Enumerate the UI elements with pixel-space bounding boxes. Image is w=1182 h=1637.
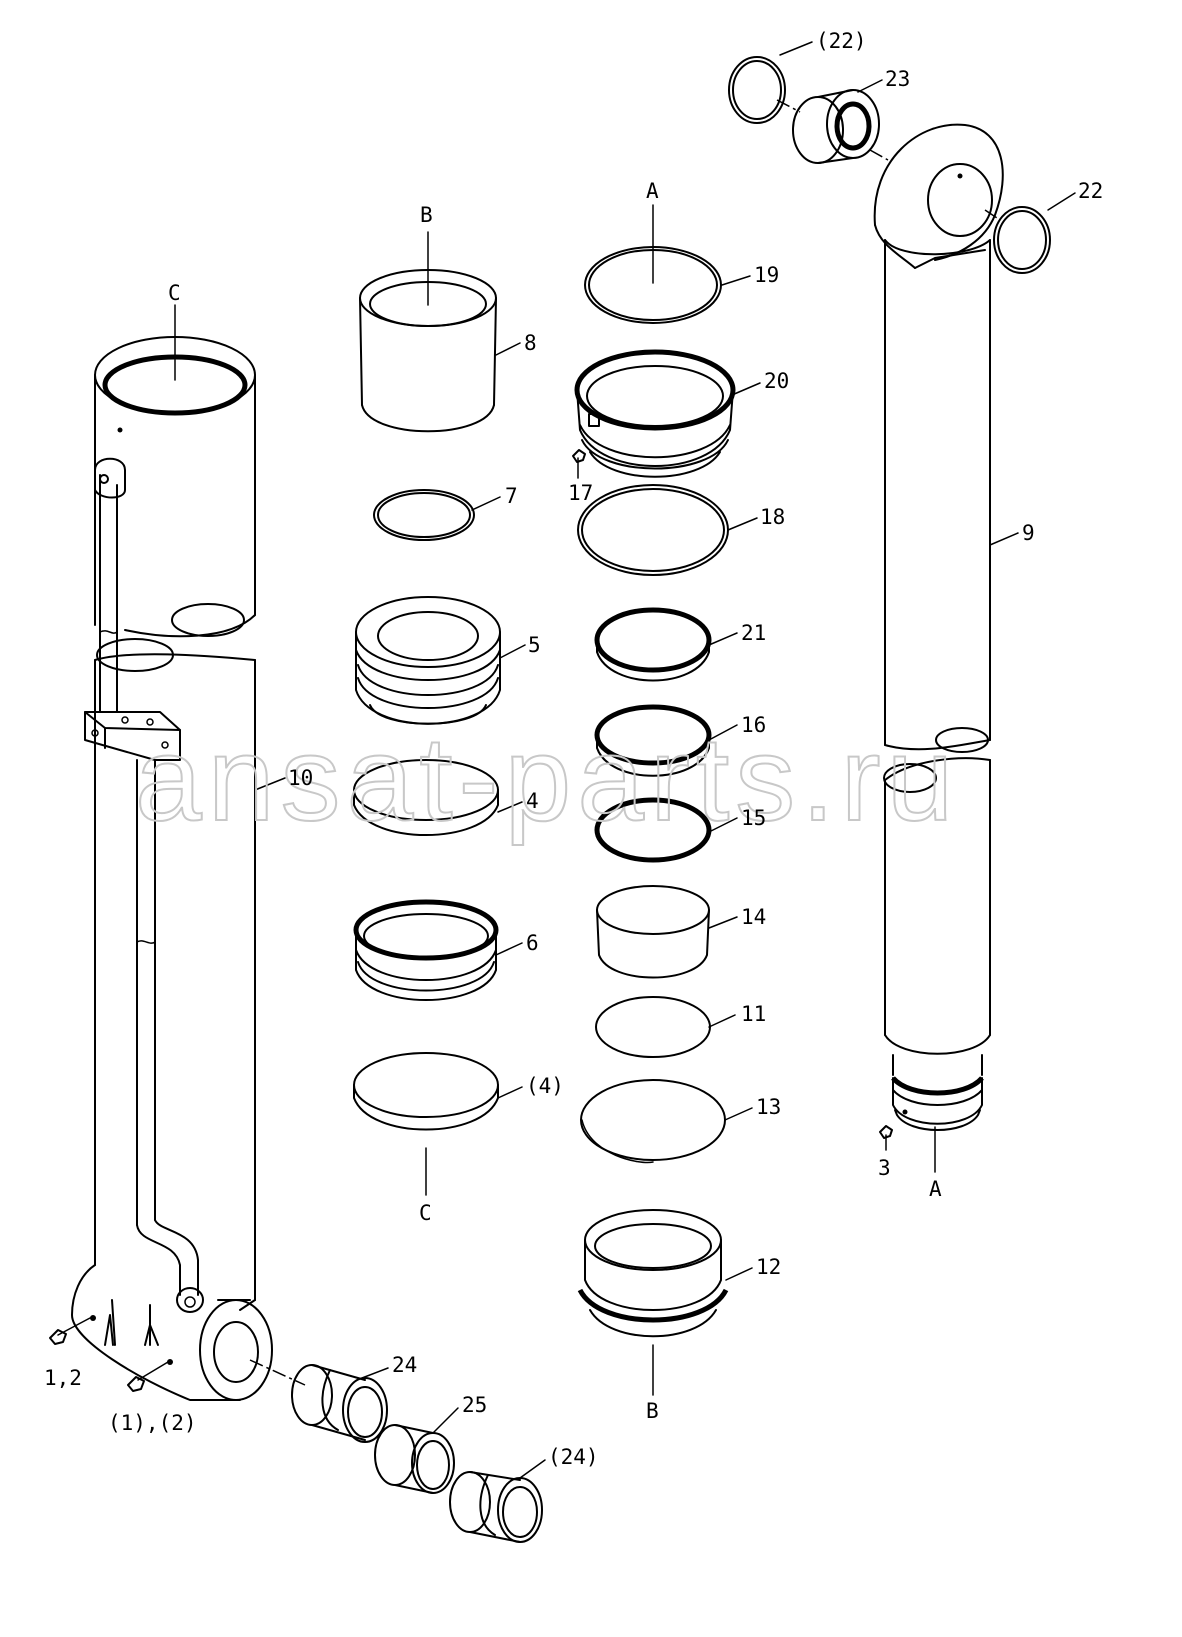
label-4-paren: (4) <box>526 1074 564 1098</box>
label-9: 9 <box>1022 521 1035 545</box>
part-9-piston-rod <box>873 123 1004 1139</box>
watermark-text: ansat-parts.ru <box>135 712 959 846</box>
part-7-o-ring <box>373 489 475 541</box>
label-24: 24 <box>392 1353 417 1377</box>
part-23-bearing <box>792 89 880 164</box>
label-13: 13 <box>756 1095 781 1119</box>
part-5-piston <box>355 596 501 725</box>
ref-label-c-bottom: C <box>419 1201 432 1225</box>
part-labels: C B A (22) 23 22 19 8 20 17 7 18 9 5 21 … <box>44 29 1103 1469</box>
label-10: 10 <box>288 766 313 790</box>
ref-label-a-bottom: A <box>929 1177 942 1201</box>
axis-line-bearing <box>869 149 889 161</box>
part-16-seal <box>594 704 712 777</box>
label-6: 6 <box>526 931 539 955</box>
part-22-snap-ring-top <box>728 56 786 124</box>
part-25-bushing <box>374 1424 455 1494</box>
part-15-seal <box>594 797 712 863</box>
label-12: 12 <box>756 1255 781 1279</box>
ref-label-b-bottom: B <box>646 1399 659 1423</box>
reference-lines <box>174 41 1076 1479</box>
label-20: 20 <box>764 369 789 393</box>
part-10-cylinder-tube <box>49 336 273 1401</box>
label-23: 23 <box>885 67 910 91</box>
part-21-seal <box>594 607 712 682</box>
part-22-snap-ring-right <box>993 206 1051 274</box>
label-11: 11 <box>741 1002 766 1026</box>
part-4-ring-second <box>353 1052 499 1131</box>
ref-label-a-top: A <box>646 179 659 203</box>
part-24-bushing-second <box>449 1471 543 1543</box>
label-17: 17 <box>568 481 593 505</box>
part-13-ring <box>580 1079 726 1164</box>
ref-label-b-top: B <box>420 203 433 227</box>
label-14: 14 <box>741 905 766 929</box>
axis-line-bottom <box>249 1359 306 1386</box>
label-7: 7 <box>505 484 518 508</box>
ref-label-c-top: C <box>168 281 181 305</box>
part-11-ring <box>595 996 711 1058</box>
label-8: 8 <box>524 331 537 355</box>
label-22-paren: (22) <box>816 29 867 53</box>
label-25: 25 <box>462 1393 487 1417</box>
part-14-bushing <box>596 885 710 979</box>
label-19: 19 <box>754 263 779 287</box>
label-15: 15 <box>741 806 766 830</box>
label-24-paren: (24) <box>548 1445 599 1469</box>
label-1-2-paren: (1),(2) <box>108 1411 197 1435</box>
part-20-rod-cover <box>572 349 736 478</box>
label-21: 21 <box>741 621 766 645</box>
part-6-seal <box>353 899 499 1001</box>
part-4-ring <box>353 759 499 836</box>
part-12-cushion <box>577 1209 729 1338</box>
label-22: 22 <box>1078 179 1103 203</box>
label-3: 3 <box>878 1156 891 1180</box>
part-18-backup-ring <box>577 484 729 576</box>
label-5: 5 <box>528 633 541 657</box>
axis-line-eye <box>984 209 1001 221</box>
label-1-2: 1,2 <box>44 1366 82 1390</box>
axis-line-top <box>776 99 801 113</box>
label-18: 18 <box>760 505 785 529</box>
part-24-bushing <box>291 1364 388 1443</box>
label-4: 4 <box>526 789 539 813</box>
label-16: 16 <box>741 713 766 737</box>
